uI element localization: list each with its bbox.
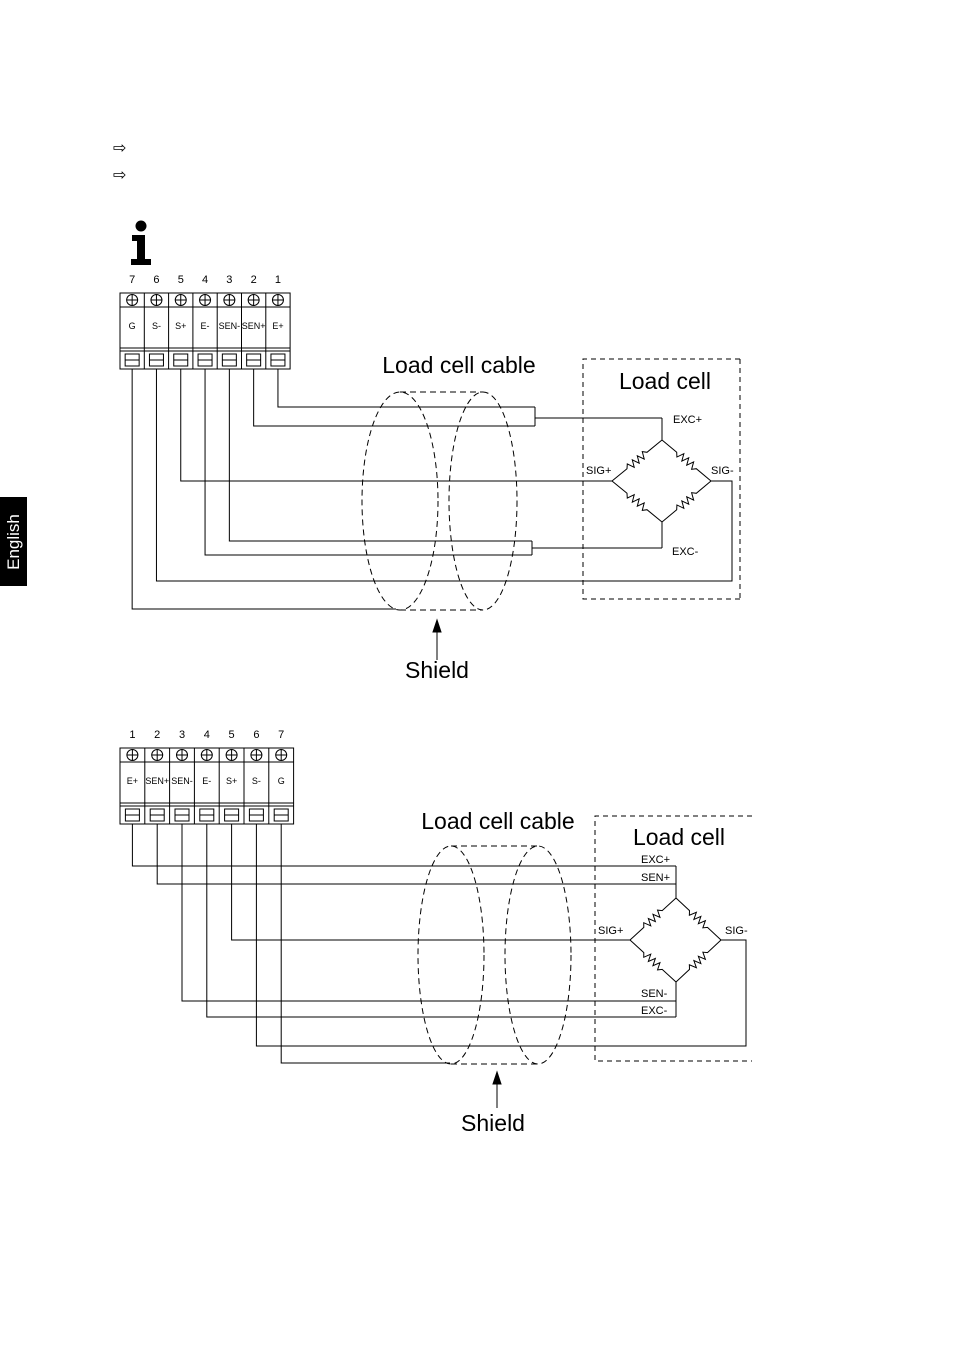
terminal-number: 6 [253, 729, 259, 741]
sig-minus-label: SIG- [725, 925, 748, 937]
terminal-number: 4 [204, 729, 210, 741]
terminal-label: G [278, 776, 285, 786]
wire-exc-plus [131, 824, 676, 867]
terminal-number: 4 [202, 274, 208, 286]
terminal-label: S- [252, 776, 261, 786]
terminal-label: SEN- [171, 776, 193, 786]
exc-minus-label: EXC- [672, 546, 699, 558]
wire-exc-minus [204, 369, 532, 556]
sig-plus-label: SIG+ [586, 465, 611, 477]
shield-label: Shield [405, 657, 469, 683]
wire-exc-minus [206, 824, 676, 1018]
cable-label: Load cell cable [382, 352, 535, 378]
exc-plus-label: EXC+ [641, 854, 670, 866]
terminal-number: 7 [129, 274, 135, 286]
sen-plus-label: SEN+ [641, 872, 670, 884]
wire-sig-plus [231, 824, 630, 941]
bridge-resistor [611, 439, 663, 482]
info-icon [131, 220, 151, 265]
shield-ellipse [448, 391, 518, 611]
wire-sen-plus [156, 824, 676, 885]
sig-minus-label: SIG- [711, 465, 734, 477]
sen-minus-label: SEN- [641, 988, 668, 1000]
terminal-number: 1 [129, 729, 135, 741]
bridge-resistor [661, 439, 712, 482]
terminal-label: G [129, 321, 136, 331]
bridge-resistor [629, 897, 677, 941]
loadcell-box [594, 815, 752, 1062]
sig-plus-label: SIG+ [598, 925, 623, 937]
wire-sen-plus [253, 369, 535, 427]
wire-sen-minus [181, 824, 676, 1002]
exc-plus-label: EXC+ [673, 414, 702, 426]
terminal-label: S+ [226, 776, 237, 786]
wire-sig-minus [255, 824, 747, 1047]
bridge-resistor [675, 897, 722, 941]
wire-sig-minus [155, 369, 733, 582]
terminal-number: 5 [178, 274, 184, 286]
language-tab[interactable]: English [0, 497, 27, 586]
terminal-label: SEN- [219, 321, 241, 331]
shield-label: Shield [461, 1110, 525, 1136]
terminal-label: SEN+ [242, 321, 266, 331]
shield-ellipse [361, 391, 439, 611]
terminal-label: S- [152, 321, 161, 331]
bullet-arrow-icon: ⇨ [113, 140, 127, 157]
terminal-number: 1 [275, 274, 281, 286]
terminal-label: E- [202, 776, 211, 786]
terminal-label: SEN+ [145, 776, 169, 786]
shield-arrow-head [432, 618, 442, 633]
loadcell-label: Load cell [633, 824, 725, 850]
shield-arrow-head [492, 1070, 502, 1085]
cable-label: Load cell cable [421, 808, 574, 834]
terminal-number: 2 [154, 729, 160, 741]
loadcell-box [582, 358, 740, 600]
exc-minus-label: EXC- [641, 1005, 668, 1017]
wire-sig-plus [180, 369, 612, 482]
wire-ground [131, 369, 396, 610]
terminal-number: 3 [179, 729, 185, 741]
bridge-resistor [629, 939, 677, 983]
terminal-number: 2 [251, 274, 257, 286]
shield-ellipse [504, 845, 572, 1065]
terminal-number: 6 [153, 274, 159, 286]
bridge-resistor [675, 939, 722, 983]
bullet-arrow-icon: ⇨ [113, 167, 127, 184]
shield-ellipse [417, 845, 485, 1065]
terminal-label: E+ [272, 321, 283, 331]
terminal-number: 5 [229, 729, 235, 741]
terminal-label: E- [201, 321, 210, 331]
diagram-1-wiring: 7 6 5 4 3 2 1G S- S+ E- SEN-SEN+ E+ Load cell cableL… [119, 274, 741, 683]
loadcell-label: Load cell [619, 368, 711, 394]
terminal-number: 7 [278, 729, 284, 741]
terminal-label: S+ [175, 321, 186, 331]
terminal-label: E+ [127, 776, 138, 786]
wire-sen-minus [228, 369, 532, 542]
bridge-resistor [661, 480, 712, 523]
wire-ground [280, 824, 450, 1064]
terminal-number: 3 [226, 274, 232, 286]
bridge-resistor [611, 480, 663, 523]
wire-exc-plus [277, 369, 535, 408]
